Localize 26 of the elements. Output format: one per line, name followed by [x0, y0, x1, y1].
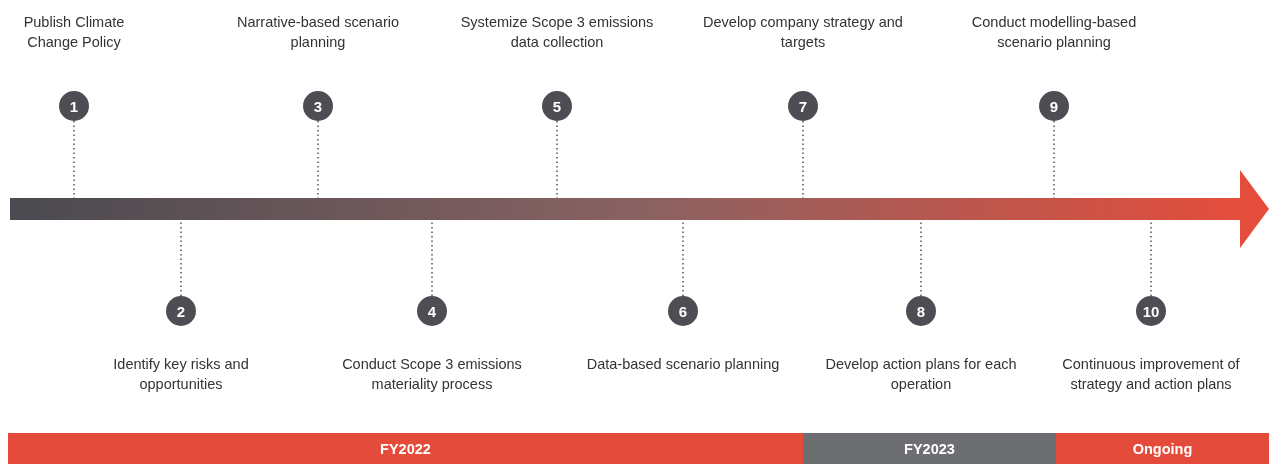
milestone-label: Narrative-based scenario planning: [236, 13, 400, 52]
milestone-label: Systemize Scope 3 emissions data collection: [459, 13, 655, 52]
step-number: 5: [542, 91, 572, 121]
milestone-label: Develop action plans for each operation: [824, 355, 1018, 394]
milestone-label: Data-based scenario planning: [585, 355, 781, 374]
period-band: [8, 433, 803, 464]
step-number: 4: [417, 296, 447, 326]
milestone-label: Identify key risks and opportunities: [112, 355, 250, 394]
step-number: 3: [303, 91, 333, 121]
milestone-label: Develop company strategy and targets: [702, 13, 904, 52]
milestone-label: Conduct modelling-based scenario planning: [970, 13, 1138, 52]
milestone-label: Publish Climate Change Policy: [22, 13, 126, 52]
period-label: FY2023: [904, 440, 955, 457]
milestone-label: Continuous improvement of strategy and action plans: [1061, 355, 1241, 394]
step-number: 9: [1039, 91, 1069, 121]
milestone-label: Conduct Scope 3 emissions materiality process: [341, 355, 523, 394]
period-band: [1056, 433, 1269, 464]
step-number: 7: [788, 91, 818, 121]
period-band: [803, 433, 1056, 464]
step-number: 2: [166, 296, 196, 326]
step-number: 10: [1136, 296, 1166, 326]
period-label: Ongoing: [1132, 440, 1193, 457]
step-number: 6: [668, 296, 698, 326]
step-number: 1: [59, 91, 89, 121]
period-label: FY2022: [380, 440, 431, 457]
step-number: 8: [906, 296, 936, 326]
